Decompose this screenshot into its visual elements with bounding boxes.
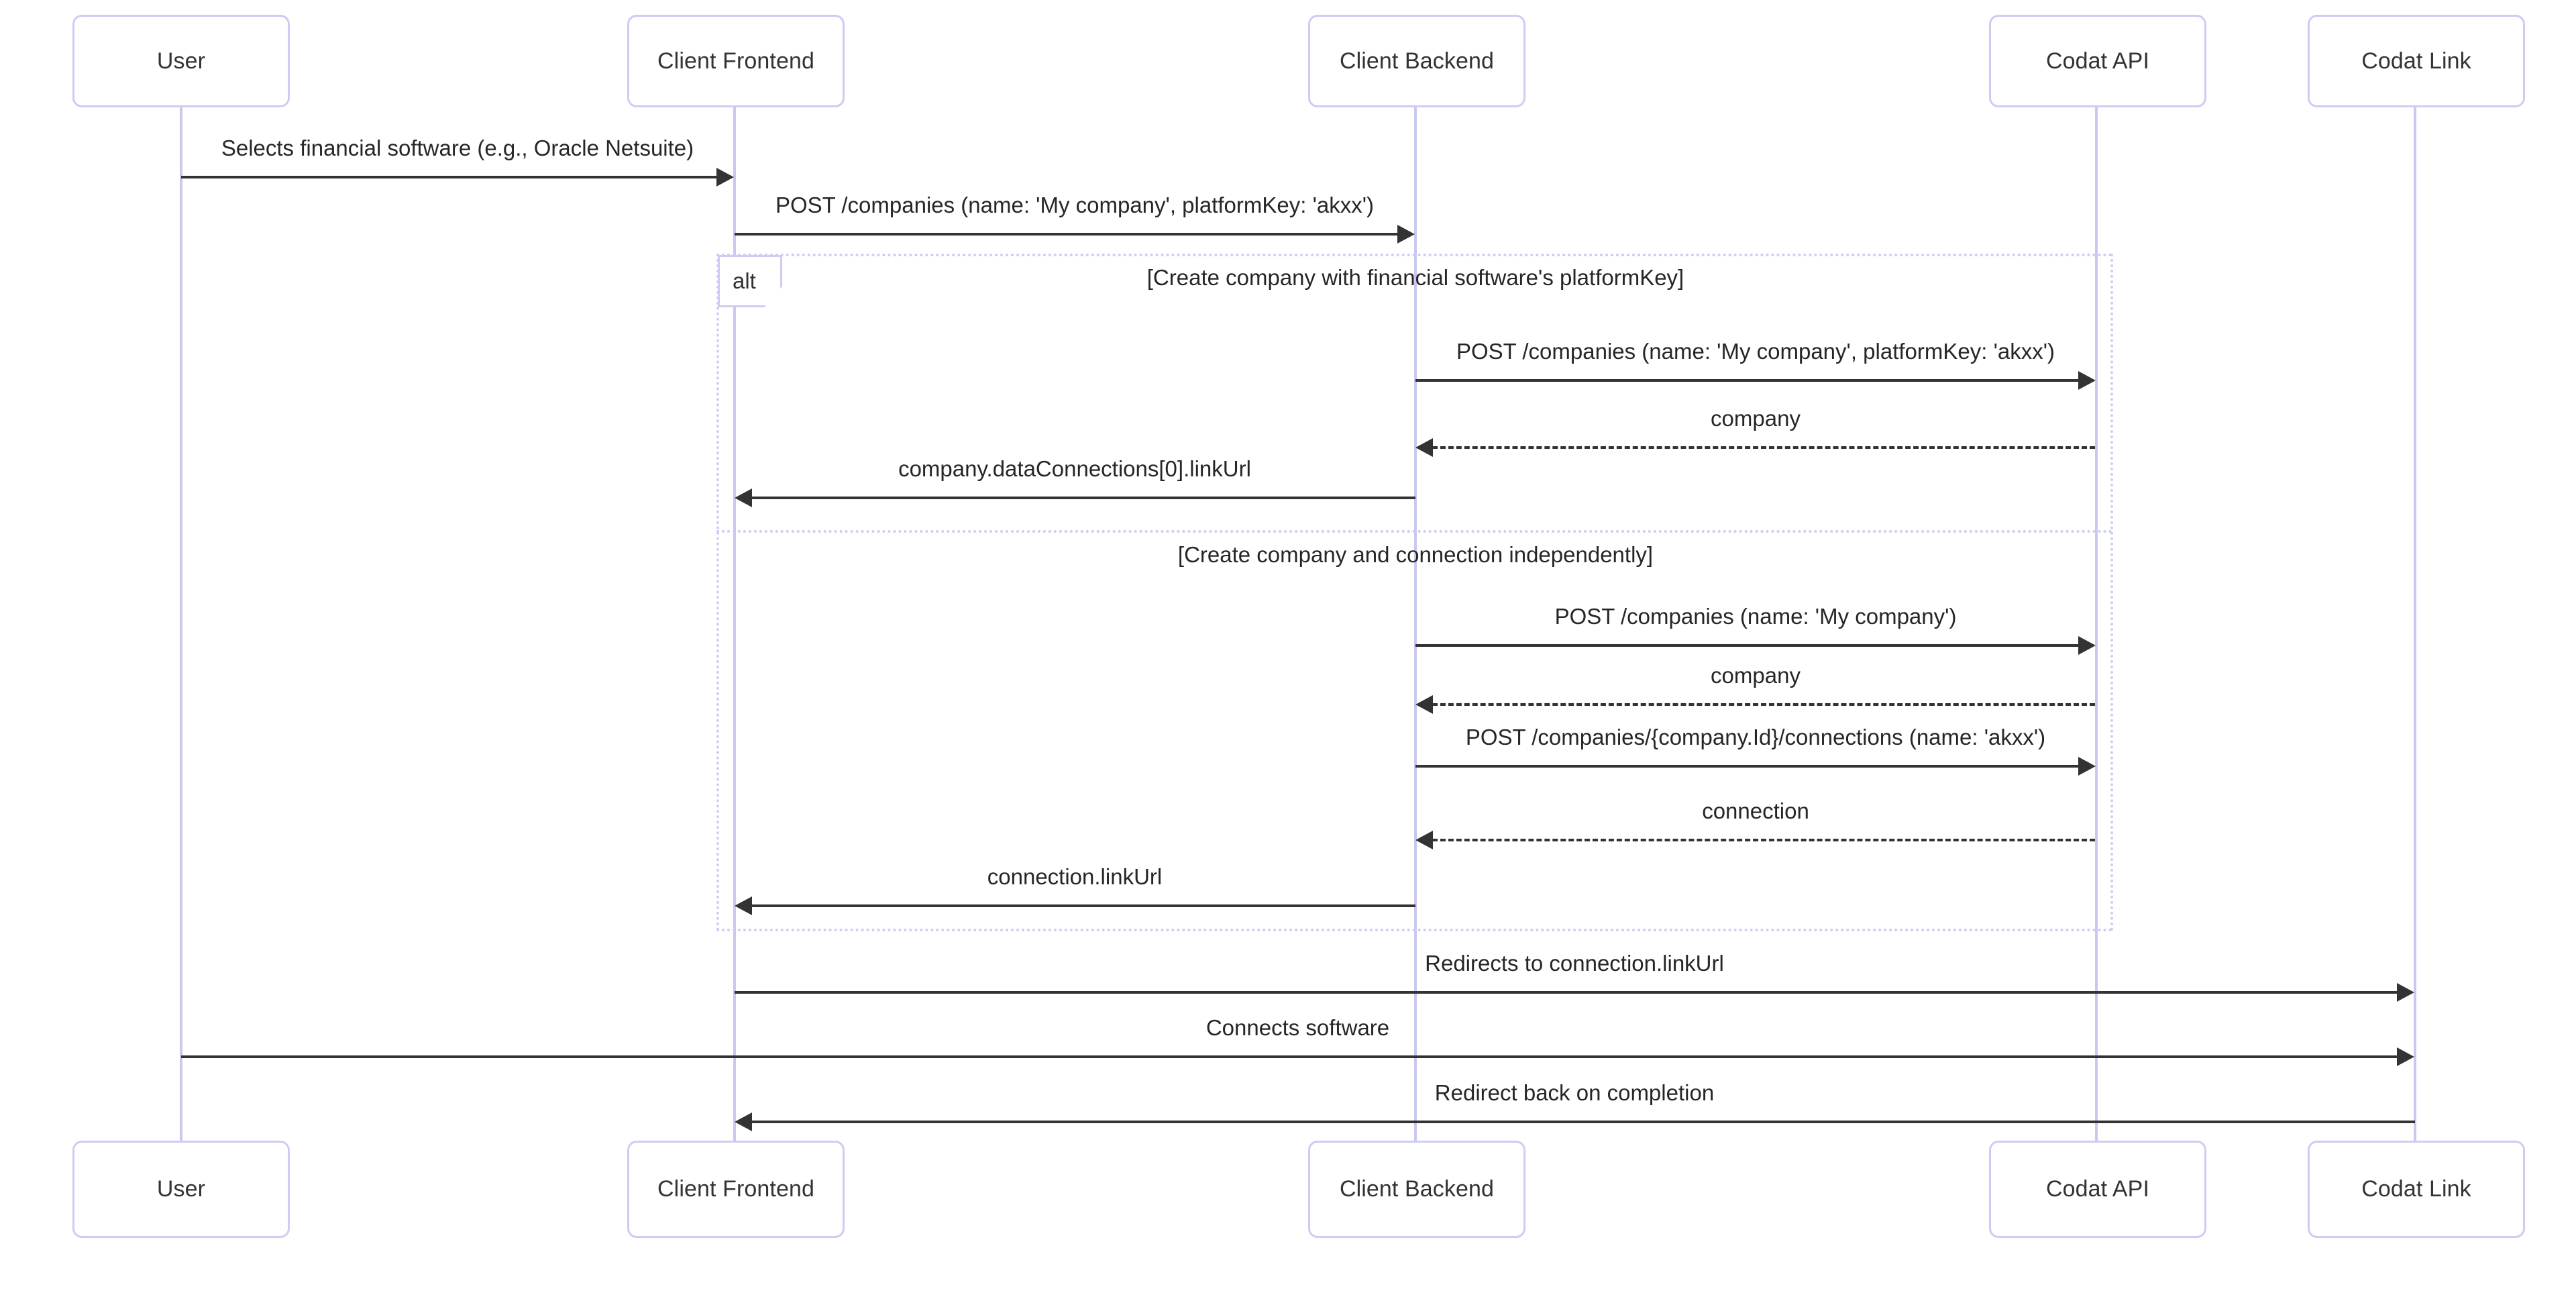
participant-label: Codat Link — [2361, 48, 2471, 74]
message-text: POST /companies/{company.Id}/connections… — [1465, 725, 2046, 749]
message-line-6 — [1432, 703, 2095, 706]
message-arrowhead-10 — [2397, 983, 2414, 1002]
message-arrowhead-9 — [735, 896, 752, 915]
participant-client-frontend-bottom[interactable]: Client Frontend — [627, 1141, 845, 1238]
message-label-5: POST /companies (name: 'My company') — [1415, 604, 2096, 629]
participant-label: Client Frontend — [657, 48, 814, 74]
participant-client-backend-bottom[interactable]: Client Backend — [1308, 1141, 1525, 1238]
participant-codat-api-top[interactable]: Codat API — [1989, 15, 2206, 107]
message-arrowhead-3 — [1415, 438, 1433, 457]
message-text: Redirects to connection.linkUrl — [1425, 951, 1724, 976]
alt-branch-0-condition: [Create company with financial software'… — [839, 265, 1992, 291]
participant-label: Codat API — [2046, 48, 2149, 74]
participant-user-top[interactable]: User — [72, 15, 290, 107]
message-text: POST /companies (name: 'My company', pla… — [775, 193, 1375, 217]
alt-fragment-divider — [716, 530, 2113, 533]
message-line-10 — [735, 991, 2398, 994]
alt-fragment-label: alt — [718, 255, 782, 307]
message-line-5 — [1415, 644, 2080, 647]
message-line-0 — [181, 176, 718, 178]
message-arrowhead-11 — [2397, 1047, 2414, 1066]
message-text: POST /companies (name: 'My company', pla… — [1456, 339, 2055, 364]
message-arrowhead-8 — [1415, 831, 1433, 849]
participant-label: Client Backend — [1339, 1176, 1495, 1202]
message-text: Connects software — [1205, 1015, 1390, 1040]
participant-label: User — [156, 48, 206, 74]
message-line-2 — [1415, 379, 2080, 382]
message-line-9 — [751, 904, 1415, 907]
message-label-9: connection.linkUrl — [735, 864, 1415, 890]
message-text: company — [1711, 663, 1801, 688]
message-label-8: connection — [1415, 798, 2096, 824]
alt-branch-1-condition: [Create company and connection independe… — [839, 542, 1992, 568]
message-label-2: POST /companies (name: 'My company', pla… — [1415, 339, 2096, 364]
message-label-6: company — [1415, 663, 2096, 688]
message-text: POST /companies (name: 'My company') — [1554, 604, 1957, 629]
message-line-7 — [1415, 765, 2080, 768]
message-label-0: Selects financial software (e.g., Oracle… — [181, 136, 734, 161]
message-arrowhead-1 — [1397, 225, 1415, 244]
alt-fragment — [716, 254, 2113, 931]
message-label-7: POST /companies/{company.Id}/connections… — [1415, 725, 2096, 750]
message-label-12: Redirect back on completion — [735, 1080, 2414, 1106]
lifeline-codat-link — [2414, 107, 2416, 1141]
participant-user-bottom[interactable]: User — [72, 1141, 290, 1238]
message-label-4: company.dataConnections[0].linkUrl — [735, 456, 1415, 482]
message-arrowhead-4 — [735, 488, 752, 507]
message-arrowhead-6 — [1415, 695, 1433, 714]
message-text: connection.linkUrl — [987, 864, 1163, 889]
participant-codat-link-bottom[interactable]: Codat Link — [2308, 1141, 2525, 1238]
message-arrowhead-2 — [2078, 371, 2096, 390]
message-line-1 — [735, 233, 1399, 236]
message-arrowhead-5 — [2078, 636, 2096, 655]
lifeline-client-frontend — [733, 107, 736, 1141]
message-label-1: POST /companies (name: 'My company', pla… — [735, 193, 1415, 218]
message-label-3: company — [1415, 406, 2096, 431]
alt-branch-0-condition-text: [Create company with financial software'… — [1146, 265, 1684, 290]
alt-branch-1-condition-text: [Create company and connection independe… — [1177, 542, 1654, 567]
lifeline-client-backend — [1414, 107, 1417, 1141]
lifeline-codat-api — [2095, 107, 2098, 1141]
message-line-3 — [1432, 446, 2095, 449]
alt-operator-text: alt — [733, 268, 756, 293]
message-text: company — [1711, 406, 1801, 431]
participant-label: Client Backend — [1339, 48, 1495, 74]
participant-client-backend-top[interactable]: Client Backend — [1308, 15, 1525, 107]
message-arrowhead-0 — [716, 168, 734, 187]
participant-label: User — [156, 1176, 206, 1202]
participant-client-frontend-top[interactable]: Client Frontend — [627, 15, 845, 107]
message-text: Redirect back on completion — [1434, 1080, 1715, 1105]
message-line-8 — [1432, 839, 2095, 841]
message-line-4 — [751, 497, 1415, 499]
message-text: company.dataConnections[0].linkUrl — [898, 456, 1251, 481]
participant-label: Codat API — [2046, 1176, 2149, 1202]
message-line-11 — [181, 1055, 2398, 1058]
participant-label: Codat Link — [2361, 1176, 2471, 1202]
message-arrowhead-12 — [735, 1112, 752, 1131]
participant-codat-link-top[interactable]: Codat Link — [2308, 15, 2525, 107]
participant-codat-api-bottom[interactable]: Codat API — [1989, 1141, 2206, 1238]
message-label-10: Redirects to connection.linkUrl — [735, 951, 2414, 976]
lifeline-user — [180, 107, 182, 1141]
participant-label: Client Frontend — [657, 1176, 814, 1202]
message-text: connection — [1702, 798, 1809, 823]
message-line-12 — [751, 1121, 2415, 1123]
message-arrowhead-7 — [2078, 757, 2096, 776]
message-text: Selects financial software (e.g., Oracle… — [221, 136, 694, 160]
message-label-11: Connects software — [181, 1015, 2414, 1041]
